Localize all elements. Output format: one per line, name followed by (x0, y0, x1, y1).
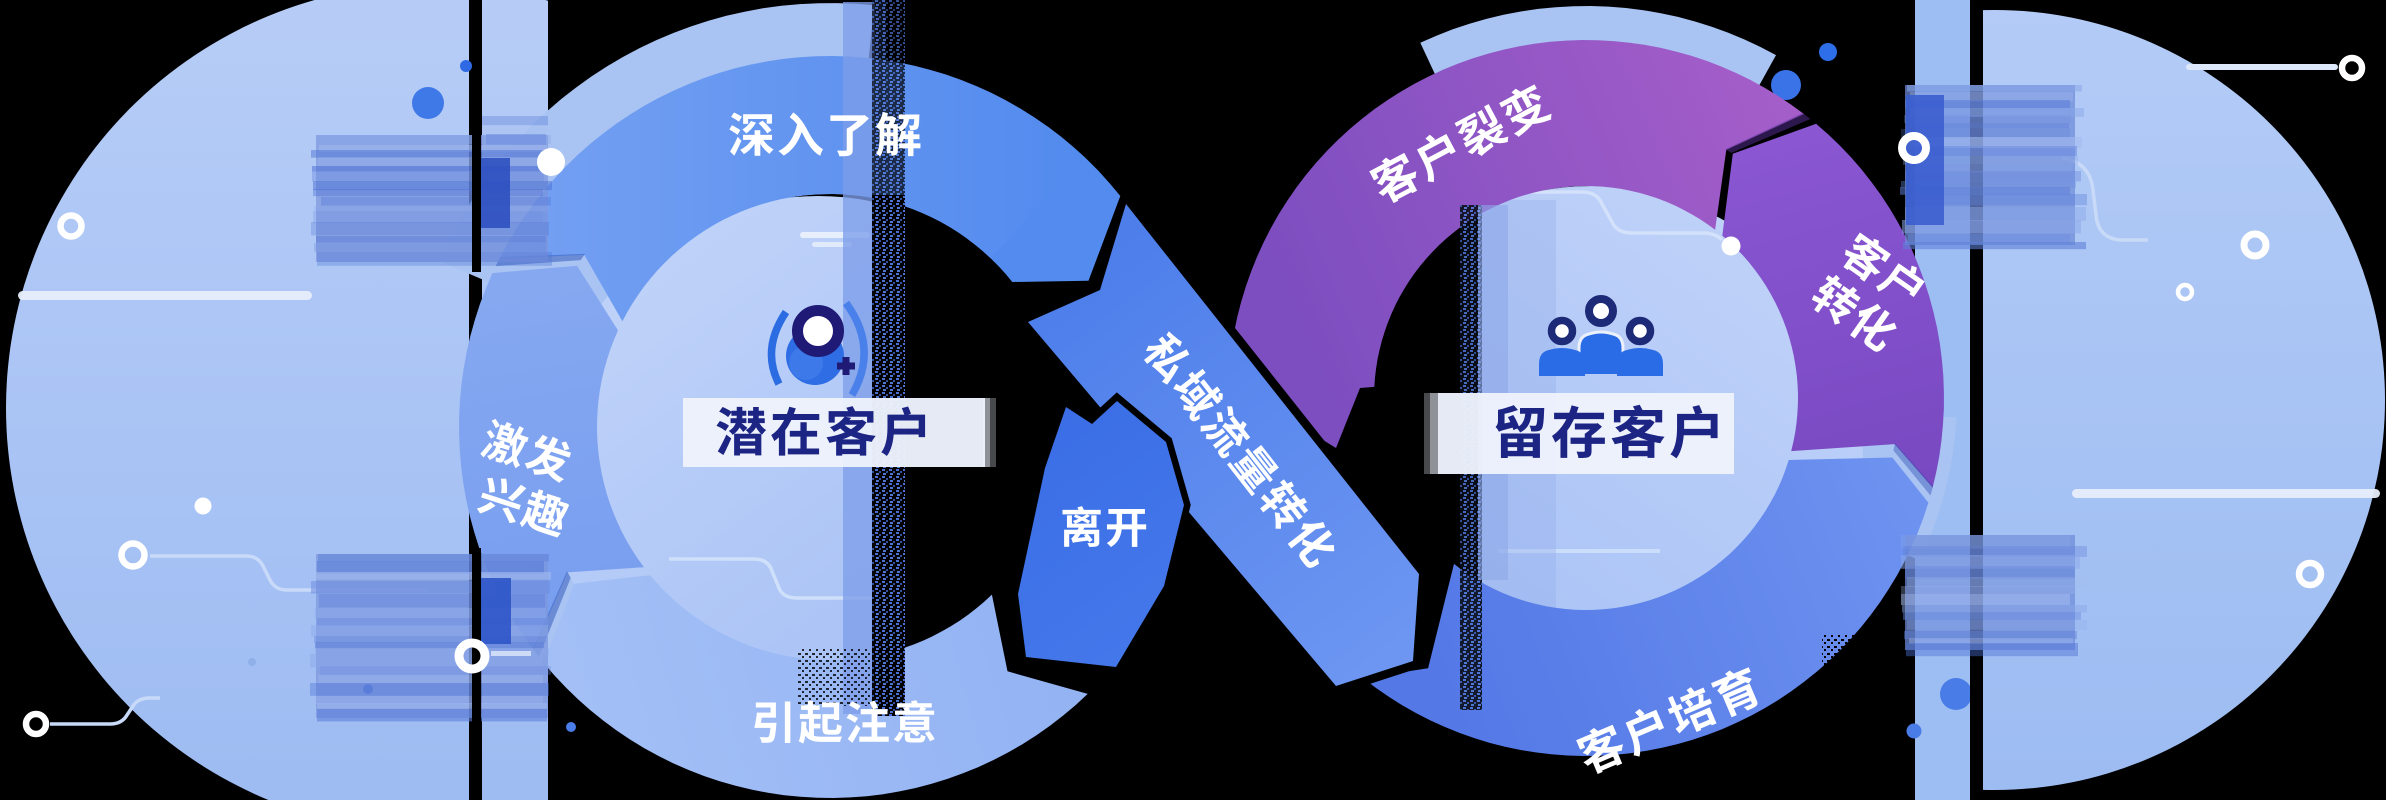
svg-text:留存客户: 留存客户 (1492, 389, 1728, 470)
svg-text:离开: 离开 (1060, 494, 1150, 556)
svg-text:深入了解: 深入了解 (728, 97, 924, 166)
svg-text:引起注意: 引起注意 (751, 687, 939, 752)
svg-text:潜在客户: 潜在客户 (715, 391, 935, 466)
